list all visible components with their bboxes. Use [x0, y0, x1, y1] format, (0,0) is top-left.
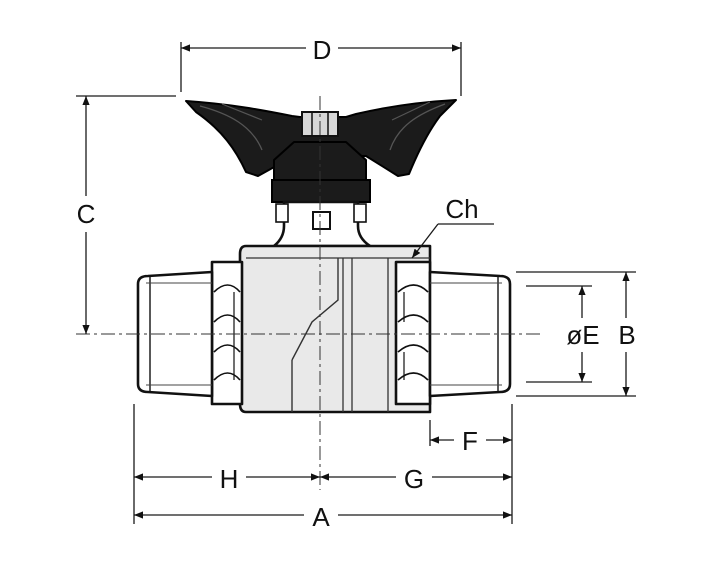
label-c: C [77, 199, 96, 229]
dimension-b: B [516, 271, 636, 397]
dimension-a: A [134, 502, 512, 532]
label-b: B [618, 320, 635, 350]
dimension-d: D [180, 35, 462, 96]
valve-body [238, 244, 432, 414]
label-d: D [313, 35, 332, 65]
label-e: øE [566, 320, 599, 350]
dimension-c: C [76, 95, 176, 334]
dimension-g: G [320, 464, 512, 494]
dimension-h: H [134, 464, 320, 494]
label-f: F [462, 426, 478, 456]
dimension-f: F [430, 426, 512, 456]
dimension-e: øE [526, 285, 600, 383]
left-threaded-end [136, 270, 214, 398]
dimension-ch: Ch [411, 194, 494, 259]
label-g: G [404, 464, 424, 494]
label-a: A [312, 502, 330, 532]
valve-stem [271, 179, 372, 248]
label-h: H [220, 464, 239, 494]
butterfly-handle [185, 99, 457, 181]
left-union-nut [210, 260, 244, 406]
label-ch: Ch [445, 194, 478, 224]
